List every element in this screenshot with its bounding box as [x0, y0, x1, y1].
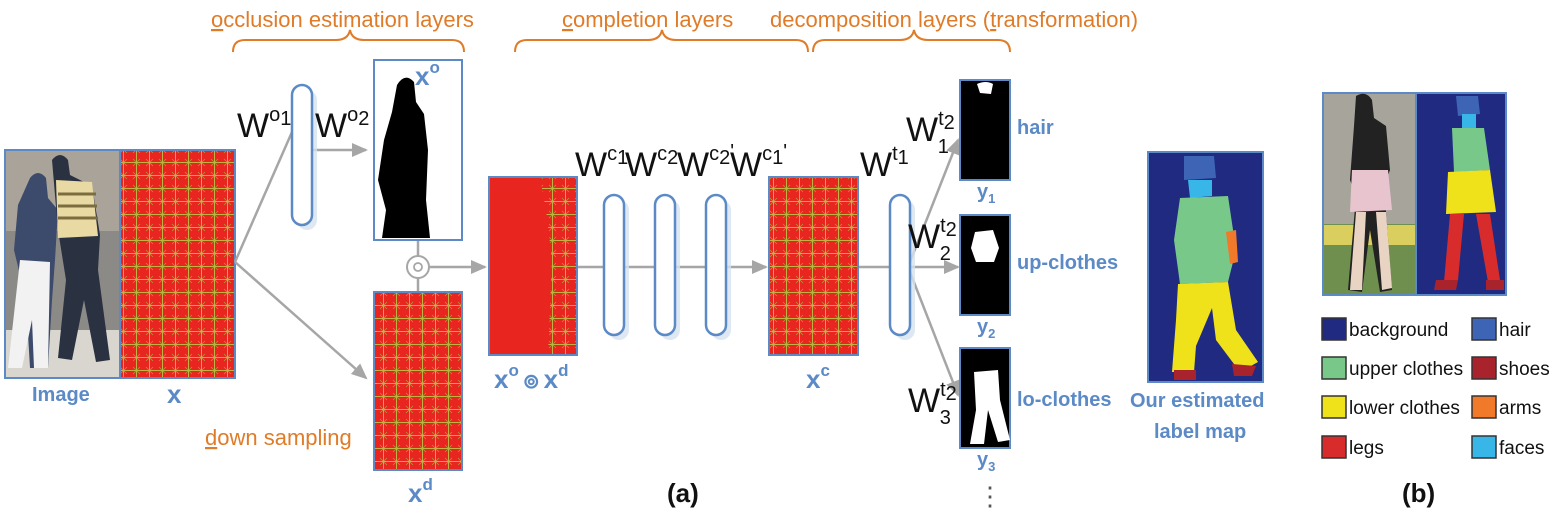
- decomposition-brace: [812, 29, 1011, 53]
- x-feature-map: [119, 149, 236, 379]
- legend-swatch-shoes: [1471, 356, 1497, 380]
- decomposition-header-post: ransformation): [996, 7, 1138, 32]
- y1-label: y1: [977, 181, 995, 206]
- decomposition-header-pre: decomposition layers (: [770, 7, 991, 32]
- svg-text:completion layers: completion layers: [562, 7, 733, 32]
- legend-swatch-faces: [1471, 435, 1497, 459]
- input-image: [4, 149, 121, 379]
- weight-wo2: Wo2: [315, 104, 369, 145]
- completion-header-key: c: [562, 7, 573, 32]
- xd-feature-map: [373, 291, 463, 471]
- legend-label-legs: legs: [1349, 438, 1384, 459]
- legend-label-background: background: [1349, 320, 1448, 341]
- panel-b-label: (b): [1402, 478, 1435, 508]
- xd-label: xd: [408, 475, 433, 508]
- y1-hair-mask: [959, 79, 1011, 181]
- legend-label-hair: hair: [1499, 320, 1531, 341]
- combined-feature-map: [488, 176, 578, 356]
- legend-swatch-background: [1321, 317, 1347, 341]
- weight-wc1-prime: Wc1': [730, 141, 787, 184]
- completion-header: completion layers: [514, 7, 809, 53]
- legend-swatch-lower-clothes: [1321, 395, 1347, 419]
- y2-label: y2: [977, 316, 995, 341]
- legend-swatch-hair: [1471, 317, 1497, 341]
- y3-loclothes-mask: [959, 347, 1011, 449]
- arrow-t1-to-y3: [906, 266, 960, 397]
- x-label: x: [167, 379, 182, 409]
- occlusion-header-rest: cclusion estimation layers: [223, 7, 474, 32]
- weight-wt1: Wt1: [860, 143, 909, 184]
- xc-label: xc: [806, 361, 830, 394]
- legend-label-upper-clothes: upper clothes: [1349, 359, 1463, 380]
- legend-swatch-arms: [1471, 395, 1497, 419]
- completion-layer-3: [704, 193, 731, 340]
- arrow-x-to-occlusion: [233, 131, 294, 263]
- svg-text:decomposition layers (transfor: decomposition layers (transformation): [770, 7, 1138, 32]
- estimated-label-line1: Our estimated: [1130, 390, 1264, 412]
- legend-label-faces: faces: [1499, 438, 1544, 459]
- loclothes-label: lo-clothes: [1017, 389, 1111, 411]
- completion-layer-2: [653, 193, 680, 340]
- legend-label-lower-clothes: lower clothes: [1349, 398, 1460, 419]
- arrow-group: [233, 131, 960, 397]
- y2-upclothes-mask: [959, 214, 1011, 316]
- completion-header-rest: ompletion layers: [573, 7, 733, 32]
- estimated-label-map: [1147, 151, 1264, 383]
- elementwise-operator: [406, 255, 430, 279]
- occlusion-layer: [290, 83, 317, 230]
- legend-swatch-upper-clothes: [1321, 356, 1347, 380]
- completion-layer-1: [602, 193, 629, 340]
- weight-wc2: Wc2: [625, 143, 678, 184]
- arrow-t1-to-y1: [906, 138, 960, 268]
- upclothes-label: up-clothes: [1017, 252, 1118, 274]
- decomposition-header-key: t: [990, 7, 996, 32]
- weight-wc2-prime: Wc2': [677, 141, 734, 184]
- combo-label: xo⊚xd: [494, 361, 568, 394]
- downsampling-label: down sampling: [205, 425, 352, 450]
- completion-brace: [514, 29, 809, 53]
- xo-label: xo: [415, 58, 440, 91]
- weight-wo1: Wo1: [237, 104, 291, 145]
- occlusion-header: occlusion estimation layers: [211, 7, 474, 53]
- xo-mask: [373, 59, 463, 241]
- occlusion-brace: [232, 29, 465, 53]
- sample-label-map: [1415, 92, 1507, 296]
- y3-label: y3: [977, 449, 995, 474]
- decomposition-header: decomposition layers (transformation): [770, 7, 1138, 53]
- sample-photo: [1322, 92, 1417, 296]
- legend-swatch-legs: [1321, 435, 1347, 459]
- weight-wc1: Wc1: [575, 143, 628, 184]
- image-label: Image: [32, 384, 90, 406]
- ellipsis: ⋮: [977, 481, 1003, 511]
- legend-label-arms: arms: [1499, 398, 1541, 419]
- hair-label: hair: [1017, 117, 1054, 139]
- legend: background hair upper clothes shoes lower cl…: [1321, 317, 1550, 459]
- arrow-x-to-downsample: [234, 261, 368, 380]
- transformation-layer: [888, 193, 915, 340]
- svg-text:occlusion estimation layers: occlusion estimation layers: [211, 7, 474, 32]
- pedestrian-1-pants: [8, 260, 50, 368]
- legend-label-shoes: shoes: [1499, 359, 1550, 380]
- xc-feature-map: [768, 176, 859, 356]
- pedestrian-2-shirt: [56, 180, 98, 238]
- estimated-label-line2: label map: [1154, 421, 1246, 443]
- panel-a-label: (a): [667, 478, 699, 508]
- occlusion-header-key: o: [211, 7, 223, 32]
